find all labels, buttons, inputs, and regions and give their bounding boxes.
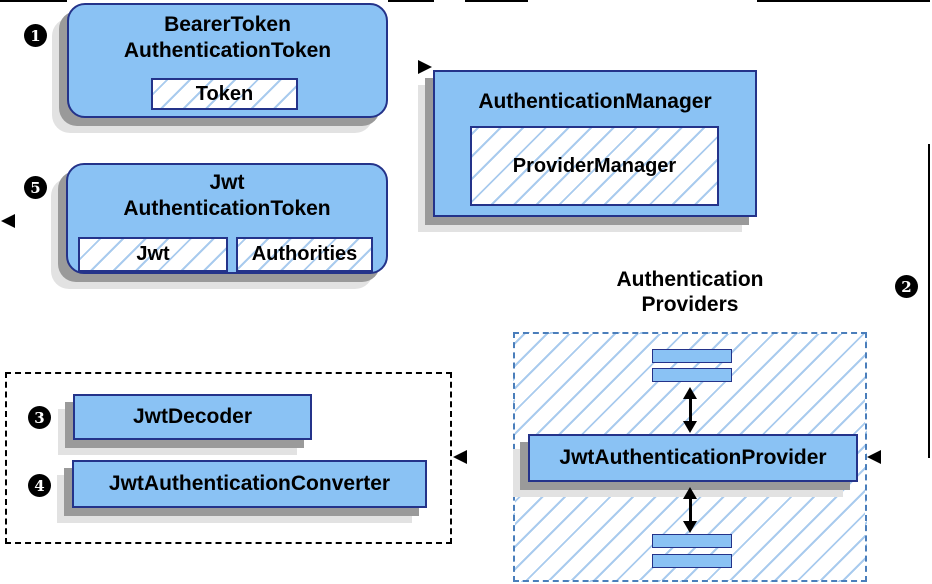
token-field: Token — [151, 78, 298, 110]
jwt-tools-group — [5, 372, 452, 544]
authentication-manager-title: AuthenticationManager — [478, 90, 712, 113]
arrowhead-into-provider — [867, 450, 881, 464]
double-arrow-top-down-head — [683, 421, 697, 433]
jwt-authentication-converter-box: JwtAuthenticationConverter — [72, 460, 427, 508]
double-arrow-top-shaft — [689, 396, 692, 424]
connector-step2-horizontal-top — [757, 0, 930, 2]
provider-placeholder-bar — [652, 534, 732, 548]
connector-manager-to-jwt-token — [388, 0, 434, 2]
step1-badge: 1 — [24, 24, 47, 47]
step4-badge: 4 — [28, 474, 51, 497]
provider-placeholder-bar — [652, 554, 732, 568]
connector-step5-out — [13, 0, 66, 2]
authentication-providers-title: Authentication Providers — [560, 267, 820, 317]
double-arrow-bottom-up-head — [683, 487, 697, 499]
step5-badge: 5 — [24, 176, 47, 199]
provider-manager-field: ProviderManager — [470, 126, 719, 206]
bearer-token-title-line2: AuthenticationToken — [123, 39, 332, 62]
jwt-authentication-provider-box: JwtAuthenticationProvider — [528, 434, 858, 482]
bearer-token-authentication-token-box: BearerToken AuthenticationToken Token — [67, 3, 388, 118]
jwt-decoder-box: JwtDecoder — [73, 394, 312, 440]
provider-placeholder-bar — [652, 368, 732, 382]
authentication-providers-title-line2: Providers — [641, 293, 739, 316]
double-arrow-top-up-head — [683, 387, 697, 399]
arrowhead-into-manager — [418, 60, 432, 74]
connector-step2-vertical — [928, 144, 930, 458]
arrowhead-into-tools-group — [453, 450, 467, 464]
connector-step2-horizontal-bottom — [880, 0, 930, 2]
authentication-manager-box: AuthenticationManager ProviderManager — [433, 70, 757, 217]
provider-placeholder-bar — [652, 349, 732, 363]
step2-badge: 2 — [895, 275, 918, 298]
connector-provider-to-tools — [465, 0, 528, 2]
jwt-authentication-token-box: Jwt AuthenticationToken Jwt Authorities — [66, 163, 388, 274]
jwt-token-title-line1: Jwt — [209, 171, 245, 194]
double-arrow-bottom-down-head — [683, 521, 697, 533]
step3-badge: 3 — [28, 406, 51, 429]
authentication-providers-title-line1: Authentication — [616, 268, 764, 291]
bearer-token-title-line1: BearerToken — [164, 13, 291, 36]
jwt-field: Jwt — [78, 237, 228, 272]
authorities-field: Authorities — [236, 237, 373, 272]
arrowhead-step5-exit — [1, 214, 15, 228]
double-arrow-bottom-shaft — [689, 496, 692, 524]
jwt-token-title-line2: AuthenticationToken — [123, 197, 331, 220]
